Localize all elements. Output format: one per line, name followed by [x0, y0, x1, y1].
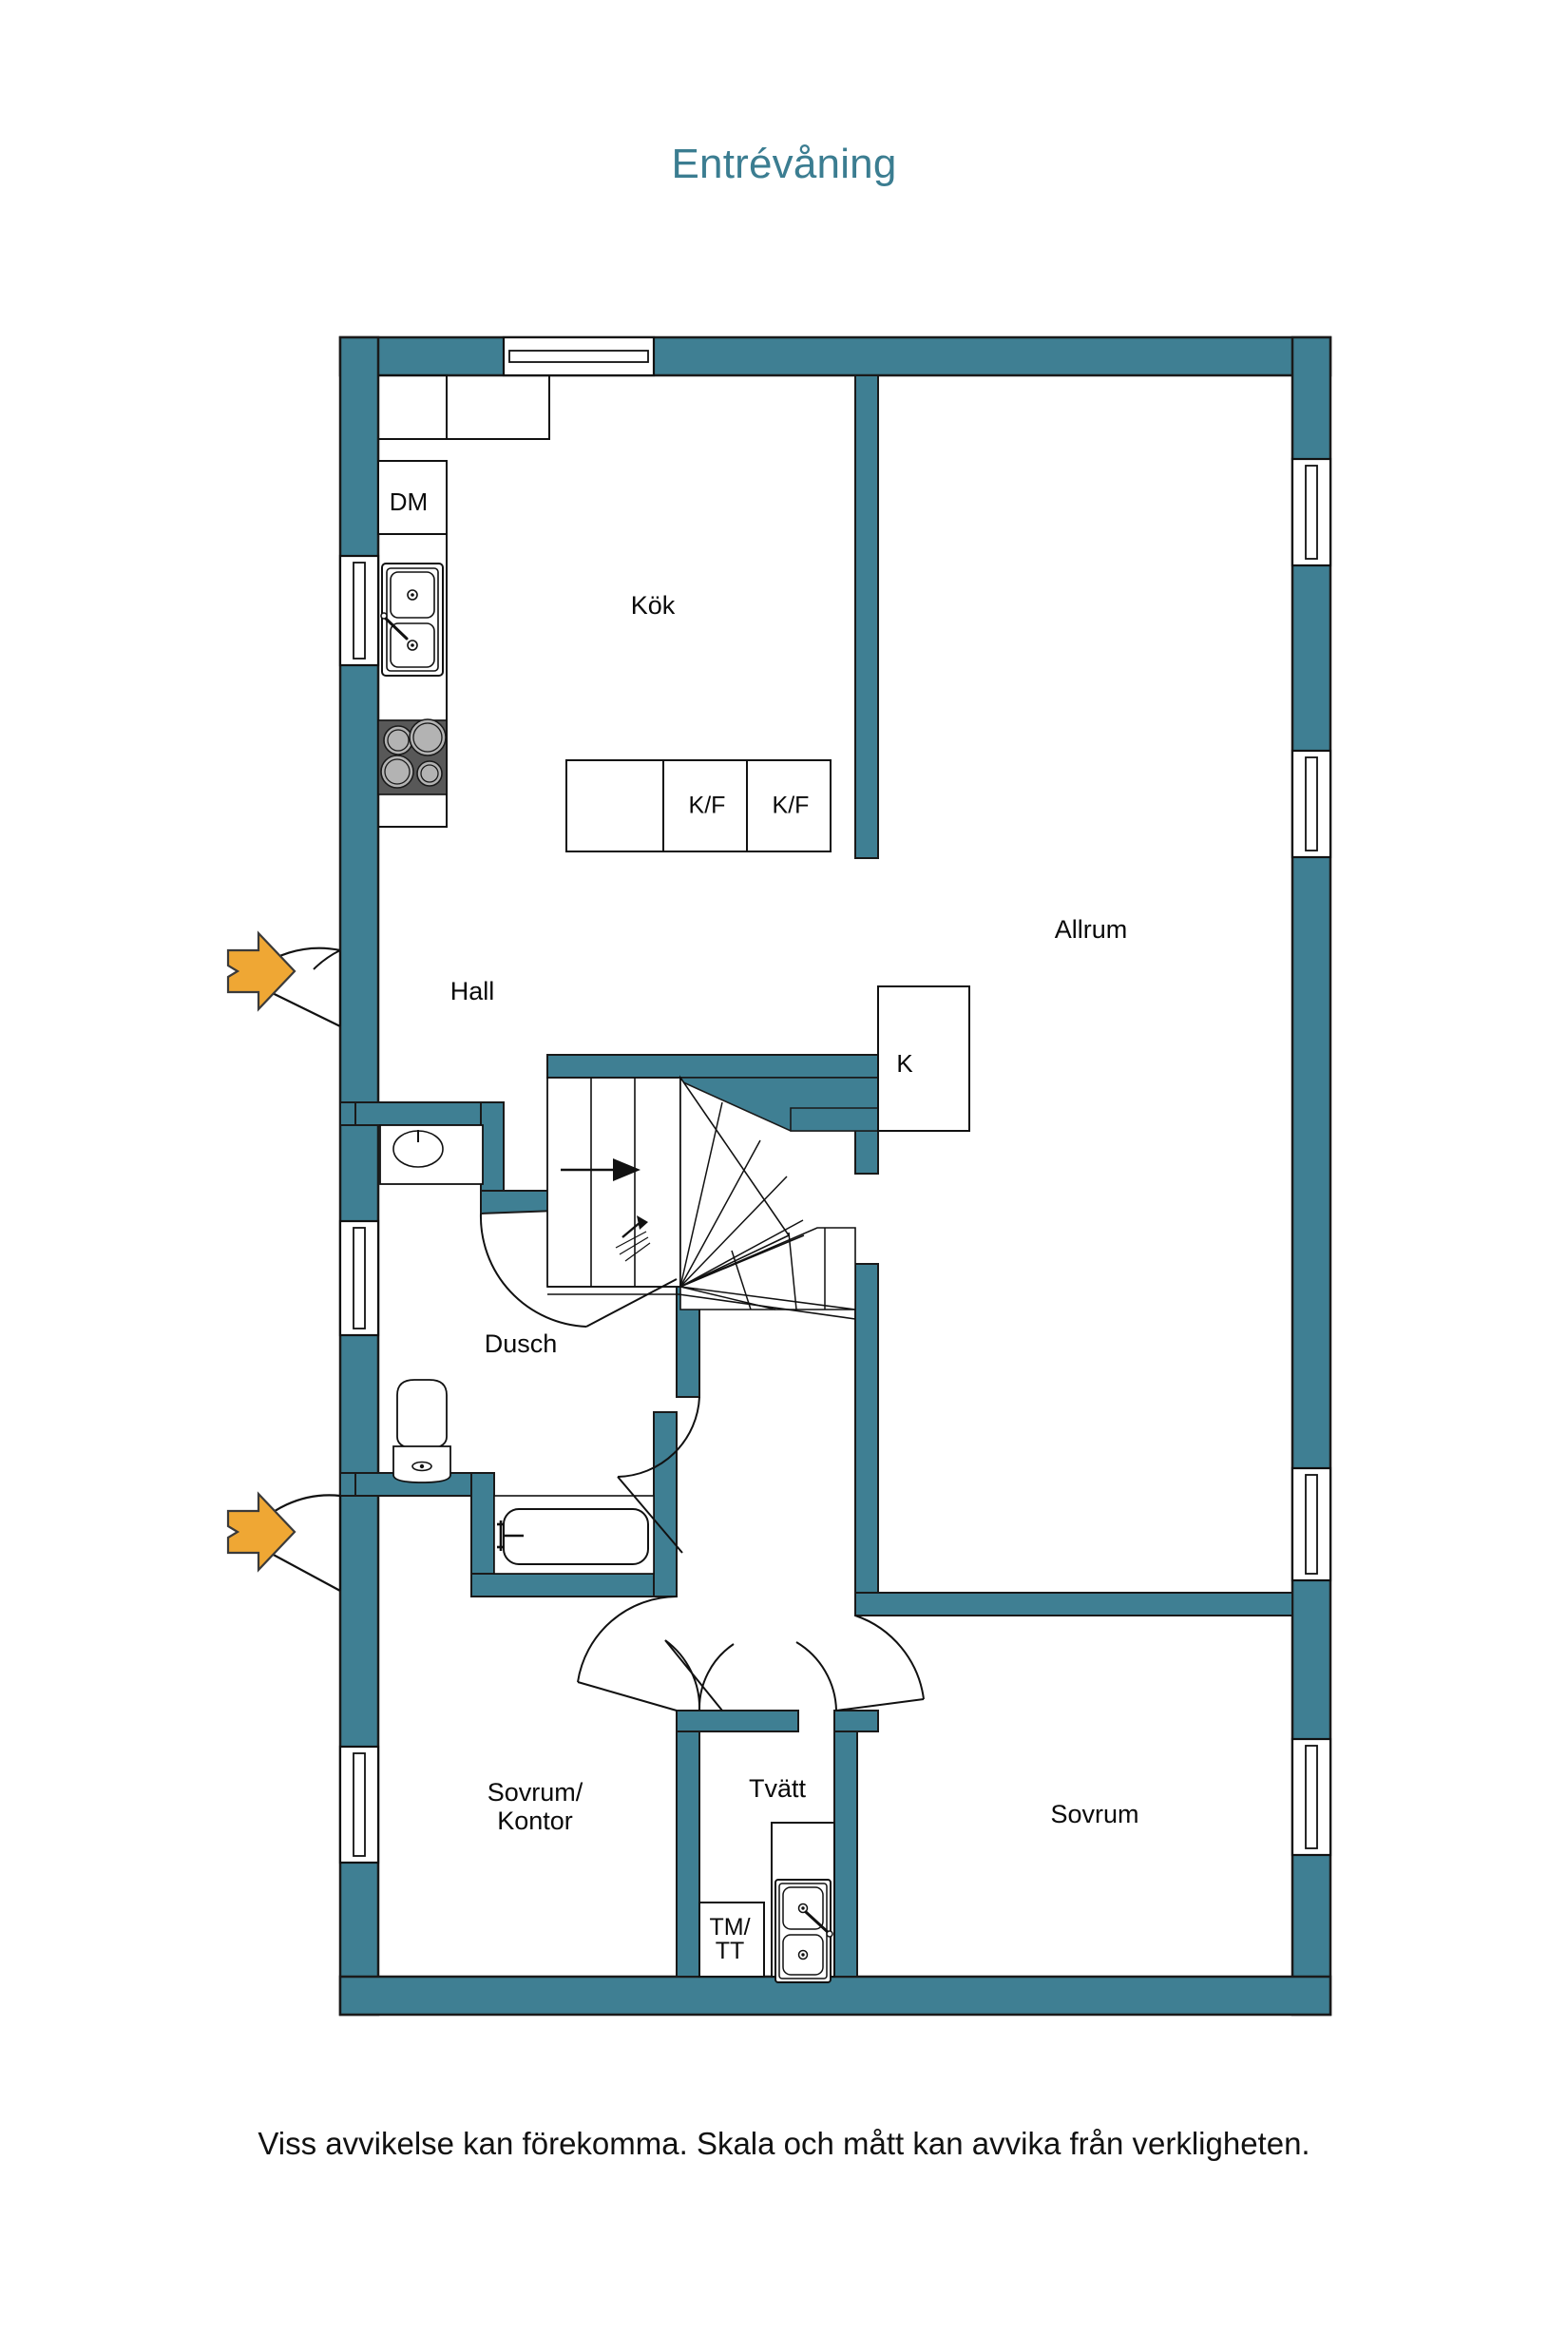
kitchen-fixtures-group — [377, 374, 832, 852]
door-dusch-lower — [617, 1396, 700, 1554]
laundry-fixtures-group — [698, 1822, 835, 1983]
window-group — [338, 335, 1332, 1864]
door-dusch — [479, 1213, 678, 1328]
toilet-icon — [392, 1379, 451, 1483]
washer-dryer-box — [698, 1902, 765, 1978]
page-title: Entrévåning — [671, 141, 897, 187]
sink-double-icon — [774, 1879, 833, 1983]
disclaimer-text: Viss avvikelse kan förekomma. Skala och … — [258, 2126, 1310, 2161]
wall-group — [338, 335, 1332, 2017]
door-tvatt-right — [795, 1641, 837, 1711]
stove-four-burner-icon — [377, 718, 448, 795]
window-right-allrum-lower — [1291, 749, 1332, 859]
window-top-kitchen — [502, 335, 656, 377]
sink-double-icon — [380, 563, 444, 677]
bathtub-icon — [493, 1495, 655, 1575]
door-sovrum — [835, 1615, 925, 1711]
window-right-allrum-upper — [1291, 457, 1332, 567]
bathroom-fixtures-group — [379, 1124, 655, 1575]
window-left-dusch — [338, 1219, 380, 1337]
fridge-freezer-row — [565, 759, 832, 852]
window-right-allrum-bottom — [1291, 1466, 1332, 1582]
dishwasher-box — [377, 460, 448, 535]
closet-k-box — [877, 985, 970, 1132]
entry-arrow-icon — [226, 1491, 296, 1573]
window-left-kitchen — [338, 554, 380, 667]
door-sovrum-kontor — [577, 1596, 678, 1711]
door-group — [226, 930, 925, 1711]
window-left-sovrum-kontor — [338, 1745, 380, 1864]
door-tvatt — [664, 1639, 735, 1711]
shower-head-icon — [615, 1215, 651, 1262]
entry-arrow-icon — [226, 930, 296, 1012]
arrow-right-icon — [561, 1158, 641, 1181]
window-right-sovrum — [1291, 1737, 1332, 1857]
wash-basin-icon — [379, 1124, 484, 1185]
winder-staircase-icon — [546, 1075, 856, 1320]
